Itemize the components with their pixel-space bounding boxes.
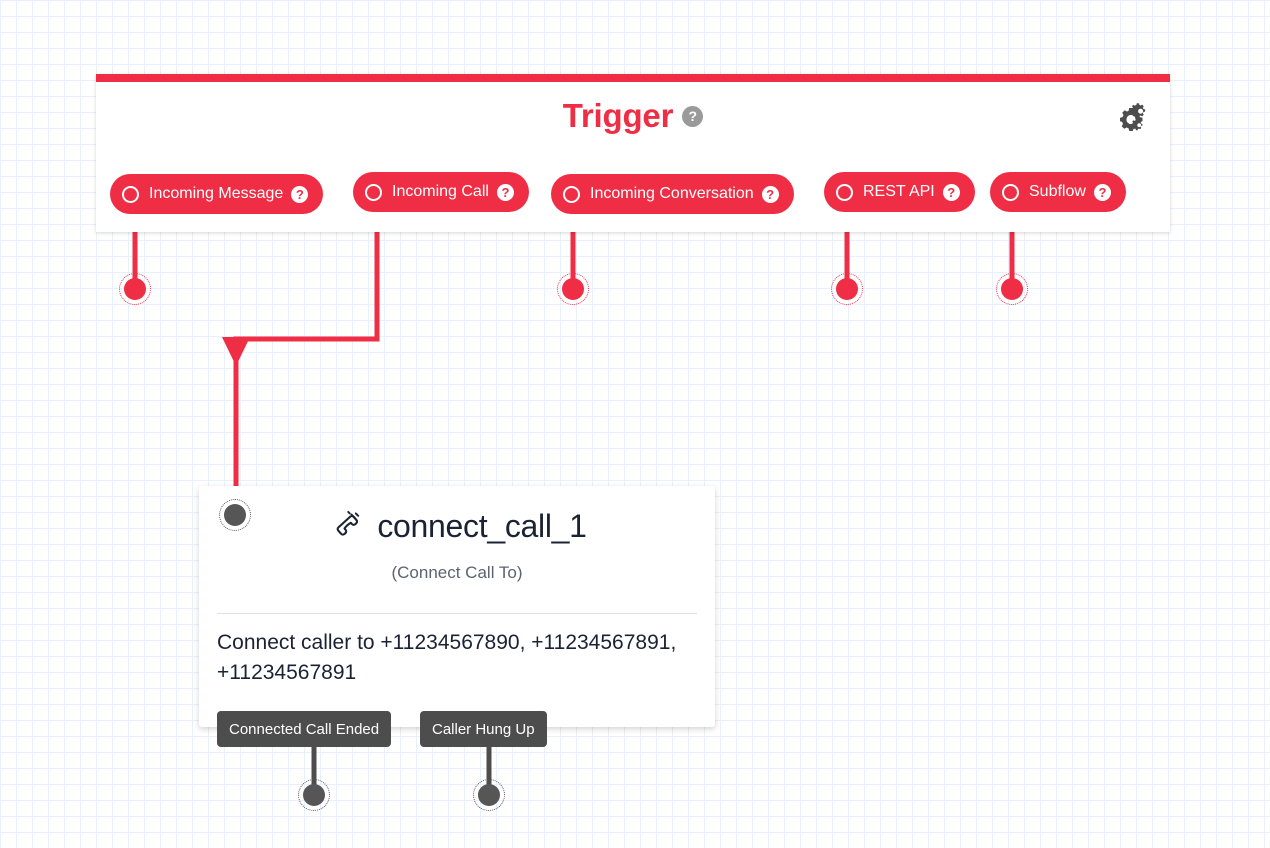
trigger-label: Incoming Call: [392, 183, 489, 200]
connector-dot-connected-call-ended[interactable]: [298, 779, 330, 811]
phone-handset-icon: [327, 508, 363, 544]
trigger-pill-row: Incoming Message ? Incoming Call ? Incom…: [110, 162, 1156, 218]
radio-unchecked-icon[interactable]: [836, 183, 853, 201]
node-title: connect_call_1: [377, 508, 587, 544]
connector-dot-incoming-message[interactable]: [119, 273, 151, 305]
output-label: Caller Hung Up: [432, 720, 535, 738]
output-connected-call-ended[interactable]: Connected Call Ended: [217, 711, 392, 747]
connector-dot-incoming-conversation[interactable]: [557, 273, 589, 305]
radio-unchecked-icon[interactable]: [365, 183, 382, 201]
node-header: connect_call_1: [199, 486, 715, 548]
connector-dot-subflow[interactable]: [996, 273, 1028, 305]
trigger-label: Subflow: [1029, 183, 1086, 200]
radio-unchecked-icon[interactable]: [563, 185, 580, 203]
node-subtitle: (Connect Call To): [391, 563, 523, 582]
trigger-panel: Trigger ? Incoming Message ? Incoming Ca…: [96, 74, 1170, 232]
trigger-rest-api[interactable]: REST API ?: [824, 172, 975, 212]
node-description: Connect caller to +11234567890, +1123456…: [217, 631, 677, 685]
radio-unchecked-icon[interactable]: [122, 185, 139, 203]
trigger-subflow[interactable]: Subflow ?: [990, 172, 1126, 212]
radio-unchecked-icon[interactable]: [1002, 183, 1019, 201]
connector-dot-node-input[interactable]: [219, 499, 251, 531]
trigger-incoming-conversation[interactable]: Incoming Conversation ?: [551, 174, 794, 214]
trigger-label: Incoming Message: [149, 185, 284, 202]
node-connect-call-1[interactable]: connect_call_1 (Connect Call To) Connect…: [199, 486, 715, 727]
connector-dot-rest-api[interactable]: [831, 273, 863, 305]
connector-dot-caller-hung-up[interactable]: [473, 779, 505, 811]
trigger-help-icon[interactable]: ?: [682, 105, 704, 127]
output-caller-hung-up[interactable]: Caller Hung Up: [420, 711, 547, 747]
help-icon[interactable]: ?: [496, 183, 514, 201]
help-icon[interactable]: ?: [291, 185, 309, 203]
trigger-label: REST API: [863, 183, 935, 200]
page-title: Trigger: [562, 97, 674, 134]
trigger-title-row: Trigger ?: [96, 82, 1170, 150]
help-icon[interactable]: ?: [761, 185, 779, 203]
trigger-accent-bar: [96, 74, 1170, 82]
node-divider: [217, 613, 697, 614]
trigger-label: Incoming Conversation: [590, 185, 754, 202]
help-icon[interactable]: ?: [942, 183, 960, 201]
help-icon[interactable]: ?: [1093, 183, 1111, 201]
output-label: Connected Call Ended: [229, 720, 380, 738]
trigger-incoming-message[interactable]: Incoming Message ?: [110, 174, 324, 214]
cogs-icon[interactable]: [1112, 100, 1152, 140]
trigger-incoming-call[interactable]: Incoming Call ?: [353, 172, 529, 212]
